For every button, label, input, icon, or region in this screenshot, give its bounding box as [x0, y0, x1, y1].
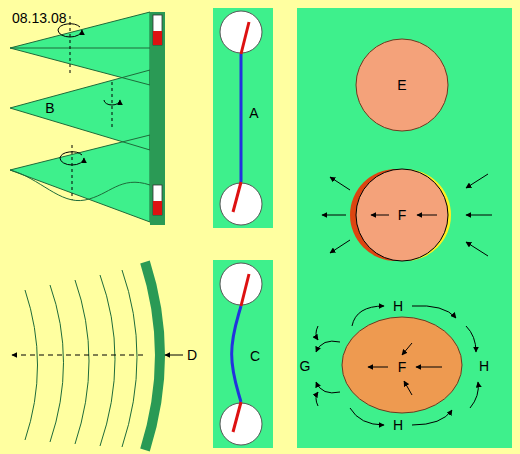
date-stamp: 08.13.08 [12, 10, 67, 26]
cone-group [10, 12, 165, 225]
gauge-panel: C [213, 260, 273, 448]
part-letter: H [479, 358, 489, 374]
part-letter: H [393, 417, 403, 433]
body-ellipse: F [342, 317, 462, 413]
part-letter: D [187, 347, 197, 363]
force-arrows [316, 174, 492, 425]
part-letter: B [45, 100, 54, 116]
gauge [220, 11, 262, 225]
gauge-panel: A [213, 8, 273, 228]
body-circle: E [355, 38, 449, 132]
node-label: E [397, 77, 406, 93]
node-label: C [250, 348, 260, 364]
part-letter: G [300, 358, 311, 374]
node-label: F [398, 359, 407, 375]
gauge-panel-shape [213, 260, 273, 448]
node-label: A [249, 105, 258, 121]
node-label: F [398, 207, 407, 223]
gauge-panel-shape [213, 8, 273, 228]
part-letter: H [393, 298, 403, 314]
gauge [220, 263, 262, 445]
panel [297, 8, 512, 448]
wave-group [12, 262, 183, 450]
body-circle: F [355, 168, 449, 262]
